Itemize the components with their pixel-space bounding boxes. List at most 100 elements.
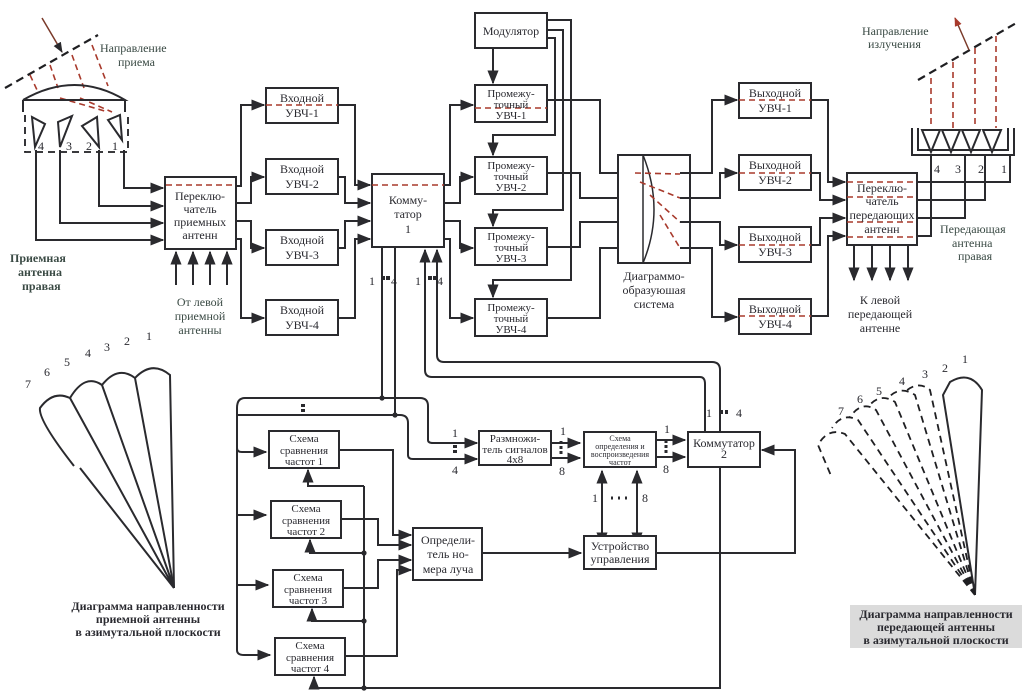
svg-text:1: 1 — [452, 426, 458, 440]
svg-text:6: 6 — [44, 365, 50, 379]
control-unit: Устройство управления — [583, 535, 657, 570]
svg-text:татор: татор — [394, 207, 422, 221]
rx-elem-4: 4 — [38, 139, 44, 153]
svg-text:4: 4 — [934, 162, 940, 176]
svg-text:Выходной: Выходной — [749, 230, 802, 244]
svg-text:3: 3 — [955, 162, 961, 176]
svg-text:1: 1 — [706, 406, 712, 420]
svg-text:Размножи-: Размножи- — [490, 433, 541, 445]
svg-text:2: 2 — [978, 162, 984, 176]
svg-text:воспроизведения: воспроизведения — [591, 450, 650, 459]
intermediate-amp-4: Промежу- точный УВЧ-4 — [474, 298, 548, 337]
svg-text:2: 2 — [721, 447, 727, 461]
svg-text:5: 5 — [876, 384, 882, 398]
svg-text:8: 8 — [642, 491, 648, 505]
receive-lens — [22, 84, 129, 101]
receive-antenna-label-3: правая — [22, 279, 61, 293]
svg-text:2: 2 — [942, 361, 948, 375]
svg-text:приемной антенны: приемной антенны — [96, 612, 201, 626]
svg-text:6: 6 — [857, 392, 863, 406]
transmit-antenna: 4 3 2 1 Направление излучения Передающая… — [862, 17, 1019, 263]
svg-text:УВЧ-2: УВЧ-2 — [758, 173, 792, 187]
beam-number-detector: Определи- тель но- мера луча — [412, 527, 483, 581]
svg-text:4: 4 — [452, 463, 458, 477]
svg-text:1: 1 — [664, 422, 670, 436]
svg-text:антенна: антенна — [952, 236, 993, 250]
svg-text:передающей антенны: передающей антенны — [877, 620, 996, 634]
svg-text:антенн: антенн — [182, 228, 218, 242]
receive-antenna-elements — [30, 113, 124, 151]
receive-pattern: 1 2 3 4 5 6 7 Диаграмма направленности п… — [25, 329, 225, 639]
svg-text:антенн: антенн — [864, 222, 900, 236]
svg-text:Выходной: Выходной — [749, 302, 802, 316]
output-amp-4: Выходной УВЧ-4 — [738, 298, 812, 335]
svg-text:сравнения: сравнения — [282, 515, 330, 527]
input-amp-3: Входной УВЧ-3 — [265, 229, 339, 266]
svg-text:точный: точный — [494, 99, 529, 111]
svg-text:УВЧ-1: УВЧ-1 — [496, 110, 527, 122]
svg-text:3: 3 — [104, 340, 110, 354]
svg-text:точный: точный — [494, 242, 529, 254]
svg-text:УВЧ-3: УВЧ-3 — [285, 248, 319, 262]
svg-text:частот 3: частот 3 — [289, 595, 328, 607]
svg-text:Схема: Схема — [291, 503, 320, 515]
svg-text:1: 1 — [1001, 162, 1007, 176]
receive-direction-label-1: Направление — [100, 41, 167, 55]
svg-text:8: 8 — [663, 462, 669, 476]
svg-text:сравнения: сравнения — [284, 584, 332, 596]
comparator-4: Схема сравнения частот 4 — [274, 637, 346, 676]
svg-text:тель сигналов: тель сигналов — [482, 444, 547, 456]
transmit-switch: Переклю- чатель передающих антенн — [846, 172, 918, 246]
svg-text:Промежу-: Промежу- — [487, 88, 535, 100]
svg-text:УВЧ-1: УВЧ-1 — [758, 101, 792, 115]
svg-text:образуюшая: образуюшая — [623, 283, 686, 297]
svg-text:4: 4 — [85, 346, 91, 360]
svg-text:УВЧ-4: УВЧ-4 — [496, 324, 527, 336]
from-left-antenna-arrows — [175, 252, 227, 285]
svg-text:в азимутальной плоскости: в азимутальной плоскости — [75, 625, 220, 639]
svg-text:Модулятор: Модулятор — [483, 24, 539, 38]
svg-text:определения и: определения и — [595, 442, 645, 451]
receive-antenna: 4 3 2 1 Направление приема Приемная анте… — [4, 17, 167, 293]
svg-text:Определи-: Определи- — [421, 533, 475, 547]
svg-text:7: 7 — [25, 377, 31, 391]
svg-text:частот: частот — [609, 458, 631, 467]
svg-text:мера луча: мера луча — [423, 562, 474, 576]
svg-text:частот 1: частот 1 — [285, 456, 323, 468]
modulator: Модулятор — [474, 12, 548, 49]
svg-text:Схема: Схема — [293, 572, 322, 584]
svg-text:5: 5 — [64, 355, 70, 369]
svg-text:точный: точный — [494, 313, 529, 325]
svg-text:4: 4 — [437, 274, 443, 288]
svg-text:Переклю-: Переклю- — [175, 189, 225, 203]
comparator-2: Схема сравнения частот 2 — [270, 500, 342, 539]
svg-text:Устройство: Устройство — [591, 539, 649, 553]
svg-text:в азимутальной плоскости: в азимутальной плоскости — [863, 633, 1008, 647]
receive-antenna-label-2: антенна — [18, 265, 62, 279]
svg-text:1: 1 — [560, 424, 566, 438]
svg-text:1: 1 — [146, 329, 152, 343]
svg-text:Выходной: Выходной — [749, 158, 802, 172]
svg-text:Схема: Схема — [289, 433, 318, 445]
svg-text:1: 1 — [962, 352, 968, 366]
intermediate-amp-3: Промежу- точный УВЧ-3 — [474, 227, 548, 266]
comparator-1: Схема сравнения частот 1 — [268, 430, 340, 469]
svg-text:Выходной: Выходной — [749, 86, 802, 100]
svg-text:Промежу-: Промежу- — [487, 231, 535, 243]
signal-multiplier: Размножи- тель сигналов 4x8 — [478, 430, 552, 466]
intermediate-amp-2: Промежу- точный УВЧ-2 — [474, 156, 548, 195]
from-left-label-3: антенны — [178, 323, 221, 337]
svg-text:частот 2: частот 2 — [287, 526, 325, 538]
svg-text:УВЧ-4: УВЧ-4 — [758, 317, 792, 331]
svg-text:Передающая: Передающая — [940, 222, 1006, 236]
svg-text:чатель: чатель — [183, 202, 217, 216]
output-amp-1: Выходной УВЧ-1 — [738, 82, 812, 119]
svg-text:Промежу-: Промежу- — [487, 302, 535, 314]
input-amp-1: Входной УВЧ-1 — [265, 87, 339, 124]
svg-text:2: 2 — [124, 334, 130, 348]
svg-text:7: 7 — [838, 404, 844, 418]
intermediate-amp-1: Промежу- точный УВЧ-1 — [474, 84, 548, 123]
transmit-pattern: 1 2 3 4 5 6 7 Диаграмма направленности п… — [816, 352, 1022, 648]
svg-text:Схема: Схема — [295, 640, 324, 652]
